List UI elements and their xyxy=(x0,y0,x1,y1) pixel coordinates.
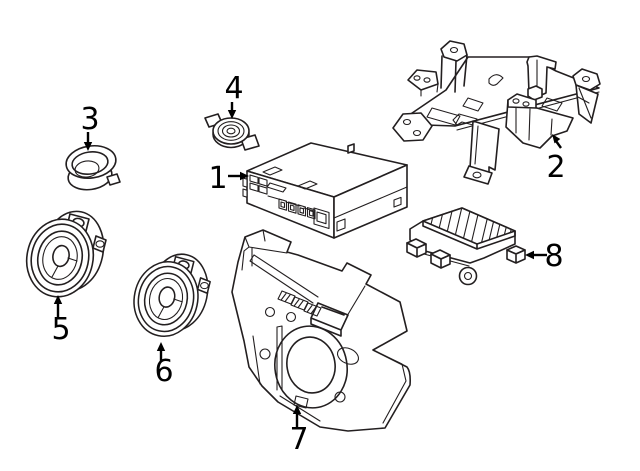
callout-6[interactable]: 6 xyxy=(154,342,174,389)
callout-2[interactable]: 2 xyxy=(546,134,566,185)
callout-label-8[interactable]: 8 xyxy=(544,239,563,274)
oval-hole xyxy=(336,347,360,365)
callout-arrow-head xyxy=(156,342,166,351)
bracket-deck xyxy=(395,56,600,127)
bracket-side-wall xyxy=(505,99,574,149)
bracket-post xyxy=(440,40,468,62)
callout-8[interactable]: 8 xyxy=(525,239,564,274)
radio-side-face xyxy=(333,164,408,239)
subwoofer-opening xyxy=(274,325,348,409)
part-rear-door-speaker[interactable] xyxy=(126,247,216,343)
callout-arrow-head xyxy=(552,134,561,144)
bracket-left-foot xyxy=(392,112,433,142)
callout-label-5[interactable]: 5 xyxy=(51,312,70,347)
callout-label-4[interactable]: 4 xyxy=(224,71,243,106)
housing-tab xyxy=(106,173,121,186)
part-amplifier-unit[interactable] xyxy=(406,207,526,286)
callout-label-3[interactable]: 3 xyxy=(80,102,99,137)
callout-label-6[interactable]: 6 xyxy=(154,354,173,389)
part-subwoofer-assembly[interactable] xyxy=(231,229,411,432)
callout-label-7[interactable]: 7 xyxy=(289,422,308,457)
part-front-door-speaker[interactable] xyxy=(18,204,112,304)
callout-arrow-head xyxy=(53,295,63,304)
callout-arrow-head xyxy=(240,171,249,181)
radio-antenna-stub xyxy=(347,143,355,154)
part-radio-receiver-unit[interactable] xyxy=(242,142,408,239)
callout-label-1[interactable]: 1 xyxy=(208,161,227,196)
subwoofer-body xyxy=(231,229,411,432)
part-center-tweeter[interactable] xyxy=(204,113,260,151)
bracket-arm-pad xyxy=(407,69,439,91)
callout-1[interactable]: 1 xyxy=(208,161,249,196)
screw-hole xyxy=(259,348,271,360)
callout-arrow-head xyxy=(292,405,302,414)
callout-3[interactable]: 3 xyxy=(80,102,100,151)
mounting-hole xyxy=(402,118,412,126)
callout-5[interactable]: 5 xyxy=(51,295,71,347)
callout-4[interactable]: 4 xyxy=(224,71,244,119)
callout-7[interactable]: 7 xyxy=(289,405,309,457)
part-tweeter-housing[interactable] xyxy=(64,143,121,193)
housing-recess xyxy=(74,160,100,178)
mounting-hole xyxy=(412,129,422,137)
screw-hole xyxy=(264,306,276,318)
callout-label-2[interactable]: 2 xyxy=(546,150,565,185)
callout-arrow-head xyxy=(525,250,534,260)
screw-hole xyxy=(334,391,346,403)
screw-hole xyxy=(285,311,297,323)
callout-arrow-head xyxy=(83,142,93,151)
heatsink-fins xyxy=(430,207,512,243)
bracket-center-foot xyxy=(469,120,500,175)
callout-arrow-line xyxy=(555,140,562,149)
part-radio-mounting-bracket[interactable] xyxy=(392,40,601,185)
amp-mounting-ear xyxy=(458,266,478,286)
callout-arrow-head xyxy=(227,110,237,119)
